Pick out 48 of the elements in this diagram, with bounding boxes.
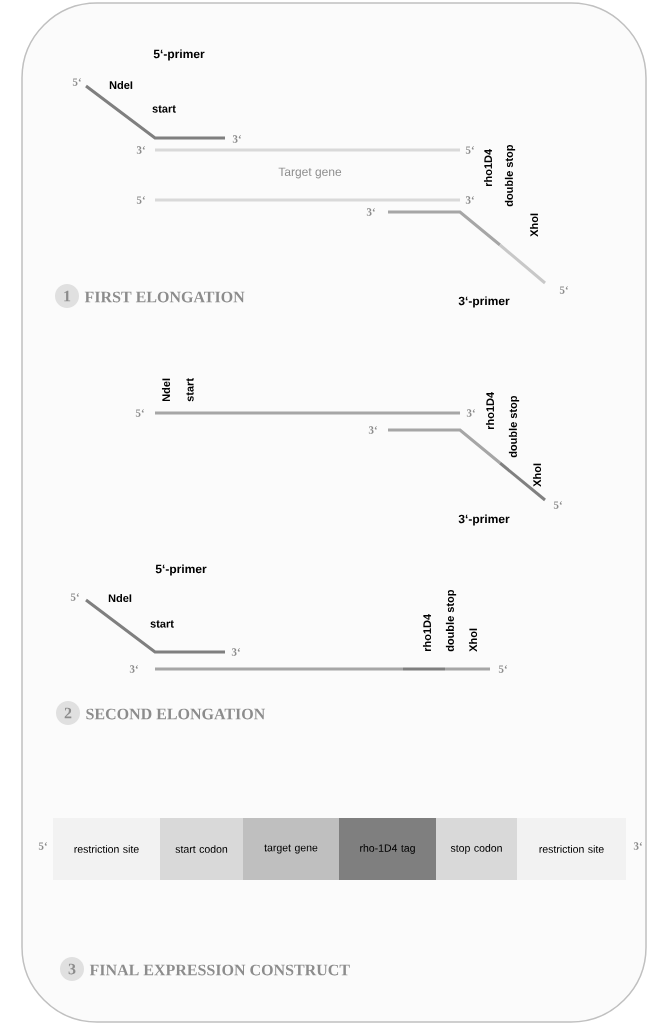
end-label: 3‘ [465,196,474,204]
step-number: 2 [56,701,80,725]
primer-label: 5‘-primer [155,564,207,576]
end-label: 5‘ [70,593,79,601]
end-label: 5‘ [498,665,507,673]
construct-segment: restriction site [53,818,160,880]
site-label: rho1D4 [422,613,432,652]
site-label: XhoI [468,628,478,652]
step-heading: SECOND ELONGATION [86,708,266,720]
end-label: 5‘ [559,286,568,294]
end-label: 5‘ [136,196,145,204]
site-label: double stop [445,589,457,652]
site-label: rho1D4 [485,391,495,430]
end-label: 3‘ [231,648,240,656]
end-label: 3‘ [232,135,241,143]
end-label: 5‘ [553,501,562,509]
site-label: NdeI [108,593,132,603]
site-label: XhoI [529,213,539,237]
step-heading: FIRST ELONGATION [84,291,245,303]
end-label: 3‘ [366,208,375,216]
site-label: start [186,378,194,402]
primer-label: 3‘-primer [458,296,510,308]
gene-label: Target gene [278,167,342,179]
site-label: rho1D4 [483,148,493,187]
construct-segment: rho-1D4 tag [339,818,436,880]
end-label: 5‘ [465,146,474,154]
construct-segment: start codon [160,818,243,880]
end-label: 3‘ [136,146,145,154]
construct-segment: stop codon [436,818,517,880]
end-label: 5‘ [72,78,81,86]
end-label: 5‘ [135,409,144,417]
step-number: 3 [60,957,84,981]
site-label: NdeI [161,378,171,402]
end-label: 3‘ [466,409,475,417]
site-label: double stop [504,144,516,207]
construct-segment: target gene [243,818,339,880]
step-number: 1 [55,284,79,308]
site-label: start [150,620,174,628]
site-label: NdeI [109,80,133,90]
site-label: start [152,105,176,113]
primer-label: 3‘-primer [458,514,510,526]
construct-segment: restriction site [517,818,626,880]
site-label: XhoI [532,463,542,487]
end-label: 3‘ [129,665,138,673]
step-heading: FINAL EXPRESSION CONSTRUCT [89,964,350,976]
site-label: double stop [508,395,520,458]
primer-label: 5‘-primer [153,49,205,61]
end-label: 3‘ [368,426,377,434]
